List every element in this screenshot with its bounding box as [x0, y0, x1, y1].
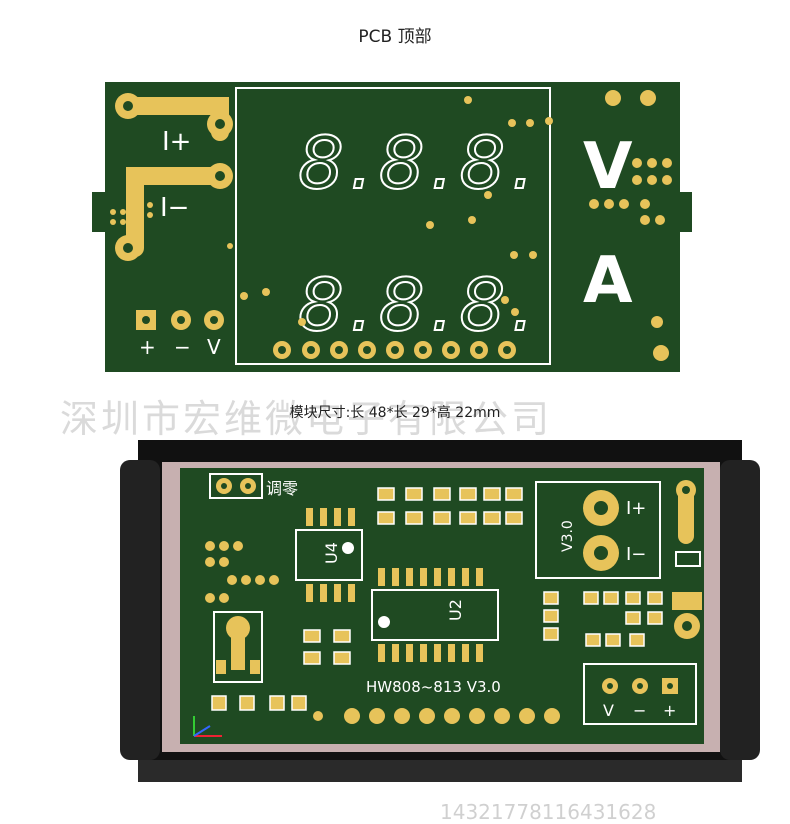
pin-label-minus: −: [174, 335, 191, 359]
conn-label-minus: −: [633, 701, 646, 720]
output-connector: [583, 663, 697, 725]
label-version-side: V3.0: [560, 520, 576, 552]
conn-label-plus: +: [663, 701, 676, 720]
pin-label-v: V: [207, 335, 221, 359]
left-vias: [205, 541, 279, 603]
seven-seg-row2: 8.8.8.: [298, 263, 540, 347]
i-minus-trace: [126, 167, 229, 257]
label-i-minus-bottom: I−: [626, 544, 646, 565]
smd-resistor-row: [377, 487, 523, 525]
label-zero-adjust: 调零: [266, 479, 298, 498]
label-u2: U2: [446, 599, 465, 621]
label-i-plus-bottom: I+: [626, 498, 646, 519]
axis-icon: [193, 716, 222, 737]
pin-label-plus: +: [139, 335, 156, 359]
label-v: V: [583, 130, 633, 204]
right-pads: [589, 90, 672, 361]
page-title: PCB 顶部: [358, 27, 432, 47]
display-outline: [235, 87, 551, 365]
seven-seg-row1: 8.8.8.: [298, 121, 540, 205]
label-i-minus: I−: [160, 193, 189, 223]
company-watermark: 深圳市宏维微电子有限公司: [60, 397, 553, 441]
chip-u2: [371, 589, 499, 641]
conn-label-v: V: [603, 701, 614, 720]
top-board: [92, 82, 692, 372]
zero-adjust-pads: [209, 473, 263, 499]
phone-watermark: 14321778116431628: [440, 800, 657, 824]
chip-u4: [295, 529, 363, 581]
top-pcb-image: I+ I− 8.8.8. 8.8.8. V A + − V: [92, 82, 692, 372]
vias: [227, 96, 553, 326]
label-u4: U4: [322, 542, 341, 564]
bottom-pin-row: [344, 708, 560, 724]
label-model: HW808~813 V3.0: [366, 678, 501, 696]
size-caption: 模块尺寸:长 48*长 29*高 22mm: [289, 405, 501, 421]
label-a: A: [583, 244, 633, 318]
small-pads-left: [110, 202, 153, 225]
label-i-plus: I+: [162, 127, 191, 157]
